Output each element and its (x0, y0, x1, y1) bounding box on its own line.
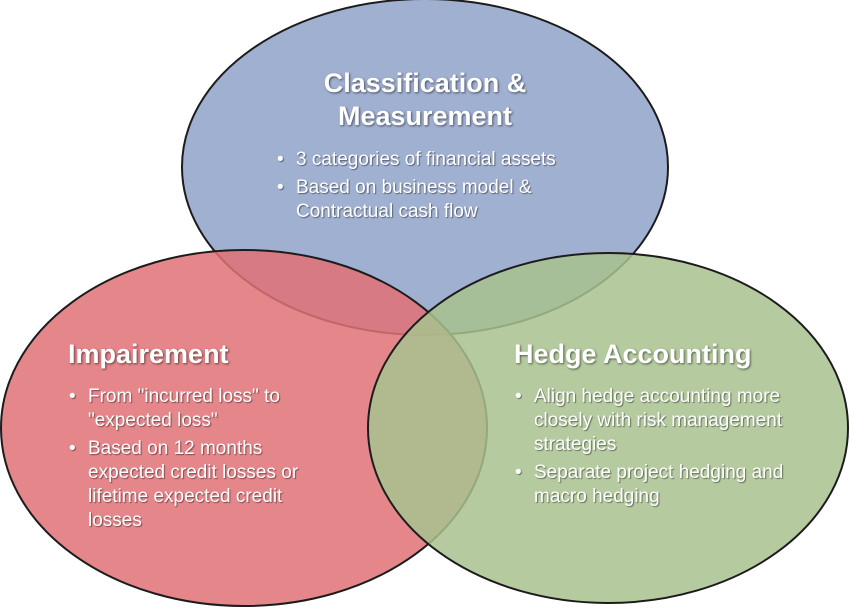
classification-bullet: 3 categories of financial assets (274, 148, 574, 172)
classification-title-line1: Classification & (323, 68, 527, 98)
impairment-bullets: From "incurred loss" to "expected loss" … (66, 385, 336, 537)
impairment-bullet: Based on 12 months expected credit losse… (66, 437, 336, 533)
hedge-accounting-bullet: Separate project hedging and macro hedgi… (512, 461, 812, 509)
classification-bullets: 3 categories of financial assets Based o… (274, 148, 574, 228)
hedge-accounting-bullet: Align hedge accounting more closely with… (512, 385, 812, 457)
classification-title: Classification & Measurement (270, 67, 580, 133)
hedge-accounting-bullets: Align hedge accounting more closely with… (512, 385, 812, 513)
classification-title-line2: Measurement (337, 101, 513, 131)
impairment-bullet: From "incurred loss" to "expected loss" (66, 385, 336, 433)
hedge-accounting-title: Hedge Accounting (514, 339, 752, 369)
impairment-title: Impairement (68, 339, 229, 369)
classification-bullet: Based on business model & Contractual ca… (274, 176, 574, 224)
